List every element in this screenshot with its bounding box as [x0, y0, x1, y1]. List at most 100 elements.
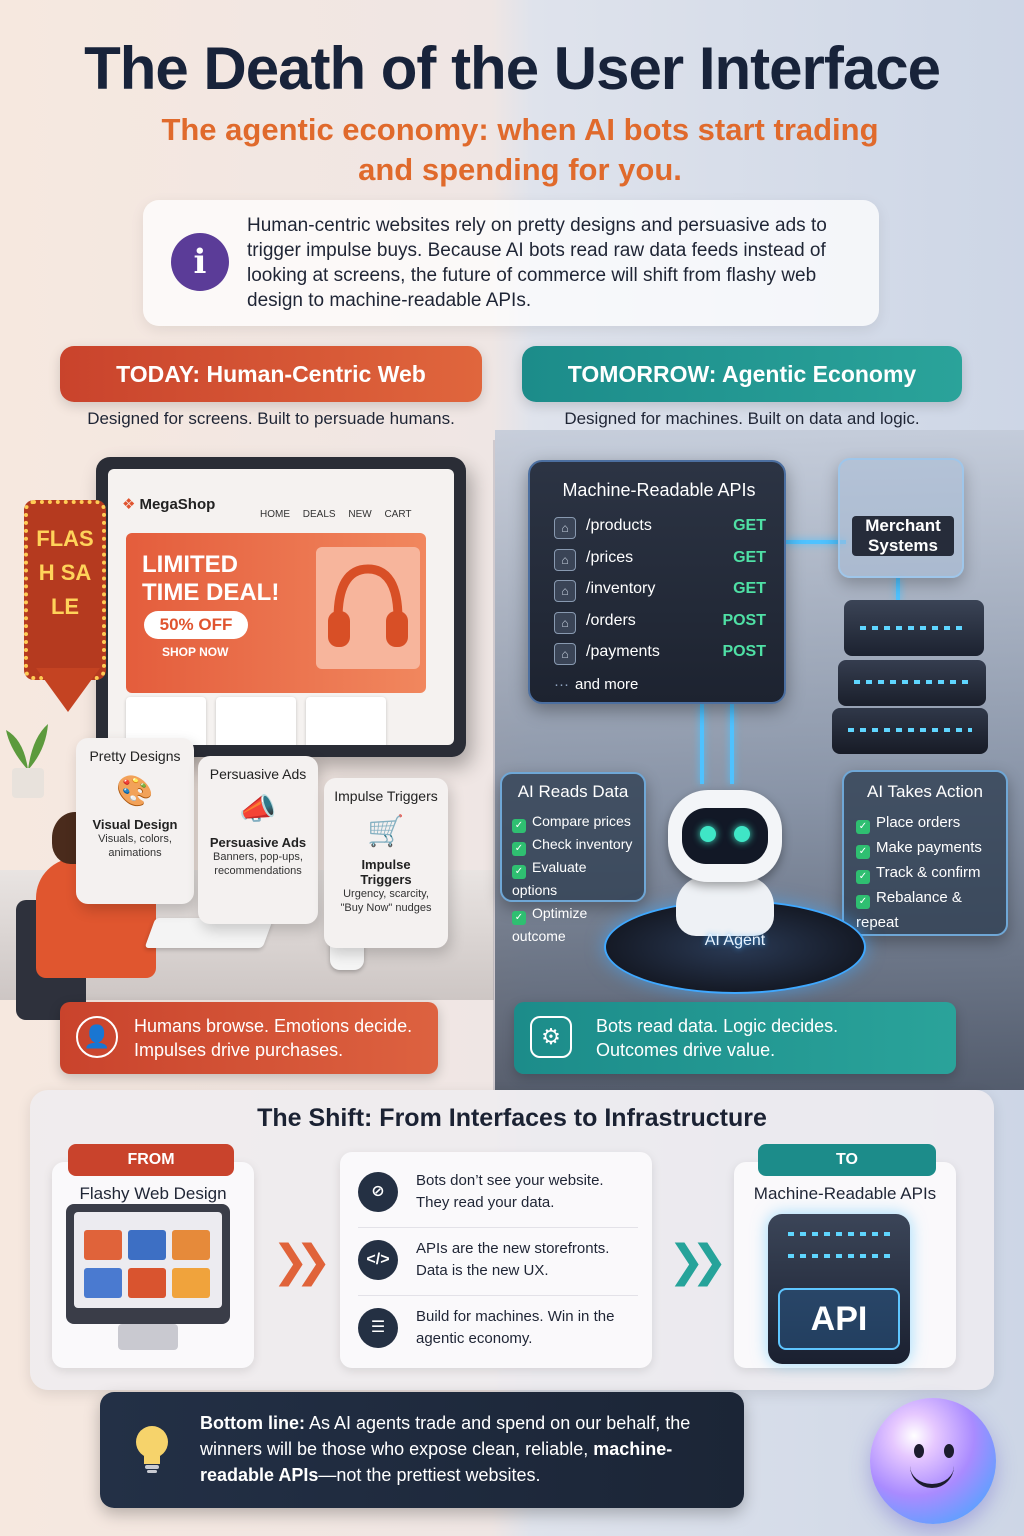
- orb-eye: [914, 1444, 924, 1458]
- feature-card-heading: Visual Design: [92, 817, 178, 832]
- list-item-text: Place orders: [876, 814, 961, 831]
- cart-icon: 🛒: [367, 815, 405, 848]
- screen-tile: [84, 1268, 122, 1298]
- shop-now-button[interactable]: SHOP NOW: [162, 645, 229, 659]
- chevron-right-icon: ❯❯: [668, 1237, 728, 1286]
- lightbulb-icon: [130, 1422, 174, 1474]
- endpoint-path: /prices: [586, 549, 634, 566]
- server-lights: [788, 1232, 890, 1236]
- shift-point-text: Bots don’t see your website. They read y…: [416, 1172, 604, 1211]
- list-item-text: Optimize outcome: [512, 905, 588, 944]
- hero-title: LIMITED TIME DEAL!: [142, 551, 280, 606]
- server-rack-icon: [832, 708, 988, 754]
- shop-logo: ❖MegaShop: [122, 495, 215, 513]
- flashy-website-monitor-icon: [66, 1204, 230, 1324]
- feature-card-pretty-designs: Pretty Designs 🎨 Visual Design Visuals, …: [76, 738, 194, 904]
- orb-smile: [910, 1466, 954, 1488]
- merchant-systems-label: Merchant Systems: [840, 516, 966, 556]
- api-endpoint-row[interactable]: ⌂ /prices GET: [554, 544, 766, 574]
- product-watch-tile[interactable]: [216, 697, 296, 745]
- robot-icon: [668, 790, 782, 882]
- list-item: ⊘ Bots don’t see your website. They read…: [358, 1164, 638, 1228]
- endpoint-icon: ⌂: [554, 517, 576, 539]
- api-endpoint-row[interactable]: ⌂ /inventory GET: [554, 575, 766, 605]
- bottom-line-text: Bottom line: As AI agents trade and spen…: [200, 1410, 730, 1488]
- robot-face: [682, 808, 768, 864]
- merchant-systems-block: Merchant Systems: [838, 458, 964, 578]
- hero-discount-badge: 50% OFF: [144, 611, 248, 639]
- feature-card-desc: Banners, pop-ups, recommendations: [213, 851, 303, 877]
- feature-card-title: Pretty Designs: [89, 748, 181, 764]
- shift-point-text: APIs are the new storefronts. Data is th…: [416, 1240, 610, 1279]
- merchant-systems-text: Merchant Systems: [852, 516, 954, 556]
- screen-tile: [172, 1268, 210, 1298]
- list-item-text: Compare prices: [532, 813, 631, 829]
- server-icon: ☰: [358, 1308, 398, 1348]
- eye-slash-icon: ⊘: [358, 1172, 398, 1212]
- feature-card-title: Impulse Triggers: [334, 788, 438, 804]
- ai-agent-label: AI Agent: [704, 932, 766, 949]
- list-item-text: Rebalance & repeat: [856, 889, 962, 931]
- shop-logo-text: MegaShop: [139, 496, 216, 513]
- flash-sale-arrow-icon: [36, 668, 100, 712]
- shop-logo-icon: ❖: [122, 496, 136, 513]
- api-panel: Machine-Readable APIs ⌂ /products GET ⌂ …: [528, 460, 786, 704]
- bottom-line-callout: Bottom line: As AI agents trade and spen…: [100, 1392, 744, 1508]
- endpoint-verb: GET: [733, 549, 766, 566]
- api-endpoint-row[interactable]: ⌂ /products GET: [554, 512, 766, 542]
- list-item: ✓Rebalance & repeat: [856, 885, 994, 935]
- human-banner-text: Humans browse. Emotions decide. Impulses…: [134, 1016, 413, 1060]
- orb-eye: [944, 1444, 954, 1458]
- shift-points: ⊘ Bots don’t see your website. They read…: [340, 1152, 652, 1368]
- ai-takes-action-card: AI Takes Action ✓Place orders ✓Make paym…: [842, 770, 1008, 936]
- api-more-link[interactable]: ···and more: [554, 676, 638, 693]
- bottom-line-body: As AI agents trade and spend on our beha…: [200, 1413, 691, 1459]
- from-pill: FROM: [68, 1144, 234, 1176]
- shift-point-text: Build for machines. Win in the agentic e…: [416, 1308, 615, 1347]
- robot-eye: [734, 826, 750, 842]
- megaphone-icon: 📣: [239, 793, 277, 826]
- product-bag-tile[interactable]: [306, 697, 386, 745]
- list-item: ✓Evaluate options: [512, 856, 634, 902]
- smiley-orb-icon: [870, 1398, 996, 1524]
- server-lights: [788, 1254, 890, 1258]
- endpoint-icon: ⌂: [554, 580, 576, 602]
- shop-hero-banner[interactable]: LIMITED TIME DEAL! 50% OFF SHOP NOW: [126, 533, 426, 693]
- screen-tile: [128, 1268, 166, 1298]
- code-icon: </>: [358, 1240, 398, 1280]
- from-label: Flashy Web Design: [79, 1184, 227, 1203]
- robot-icon: ⚙: [530, 1016, 572, 1058]
- list-item: ✓Track & confirm: [856, 860, 994, 885]
- robot-eye: [700, 826, 716, 842]
- endpoint-path: /orders: [586, 612, 636, 629]
- list-item-text: Check inventory: [532, 836, 633, 852]
- api-endpoint-row[interactable]: ⌂ /orders POST: [554, 607, 766, 637]
- bottom-line-emphasis: machine-readable APIs: [200, 1439, 673, 1485]
- to-label: Machine-Readable APIs: [753, 1184, 937, 1203]
- today-tagline: Designed for screens. Built to persuade …: [87, 409, 455, 428]
- shop-nav[interactable]: HOME DEALS NEW CART: [260, 509, 412, 520]
- check-icon: ✓: [512, 819, 526, 833]
- page-title: The Death of the User Interface: [84, 35, 941, 102]
- shift-title: The Shift: From Interfaces to Infrastruc…: [257, 1104, 767, 1132]
- server-rack-icon: [844, 600, 984, 656]
- bottom-line-lead: Bottom line:: [200, 1413, 305, 1433]
- feature-card-desc: Visuals, colors, animations: [98, 833, 172, 859]
- api-label: API: [778, 1288, 900, 1350]
- to-pill: TO: [758, 1144, 936, 1176]
- check-icon: ✓: [856, 820, 870, 834]
- list-item: ✓Optimize outcome: [512, 902, 634, 948]
- page-subtitle: The agentic economy: when AI bots start …: [161, 112, 879, 187]
- ai-reads-data-card: AI Reads Data ✓Compare prices ✓Check inv…: [500, 772, 646, 944]
- list-item: ✓ Place orders: [856, 810, 994, 835]
- product-shoe-tile[interactable]: [126, 697, 206, 745]
- api-server-icon: API: [768, 1214, 910, 1364]
- api-endpoint-row[interactable]: ⌂ /payments POST: [554, 638, 766, 668]
- list-item: ☰ Build for machines. Win in the agentic…: [358, 1300, 638, 1364]
- endpoint-verb: POST: [722, 612, 766, 629]
- feature-card-heading: Persuasive Ads: [209, 835, 307, 850]
- feature-card-heading: Impulse Triggers: [360, 857, 412, 887]
- api-more-text: and more: [575, 676, 639, 693]
- screen-tile: [84, 1230, 122, 1260]
- check-icon: ✓: [856, 870, 870, 884]
